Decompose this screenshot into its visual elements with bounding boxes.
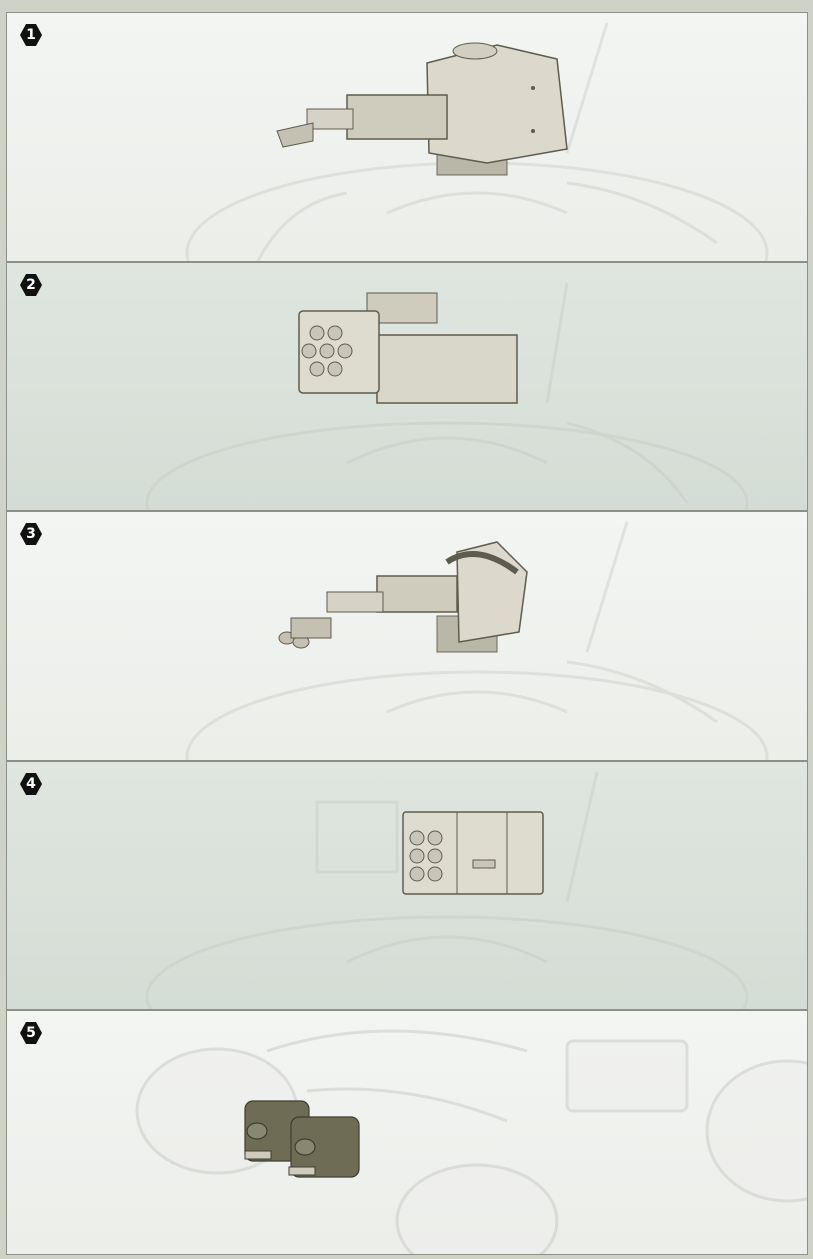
step-number-badge: 1 (19, 23, 43, 47)
step-panel-1: 1 (6, 12, 808, 262)
turret-cannon-illustration (7, 13, 808, 262)
step-number-badge: 2 (19, 273, 43, 297)
step-number-badge: 4 (19, 772, 43, 796)
step-number: 2 (26, 277, 36, 293)
step-number-badge: 3 (19, 522, 43, 546)
rocket-pod-illustration (7, 762, 808, 1010)
step-panel-3: 3 (6, 511, 808, 761)
gatling-turret-illustration (7, 512, 808, 761)
step-number: 1 (26, 27, 36, 43)
step-panel-4: 4 (6, 761, 808, 1010)
vehicle-underside-weapon-illustration (7, 1011, 808, 1255)
missile-launcher-illustration (7, 263, 808, 511)
step-number: 3 (26, 526, 36, 542)
step-number-badge: 5 (19, 1021, 43, 1045)
step-number: 4 (26, 776, 36, 792)
step-number: 5 (26, 1025, 36, 1041)
step-panel-5: 5 (6, 1010, 808, 1255)
step-panel-2: 2 (6, 262, 808, 511)
